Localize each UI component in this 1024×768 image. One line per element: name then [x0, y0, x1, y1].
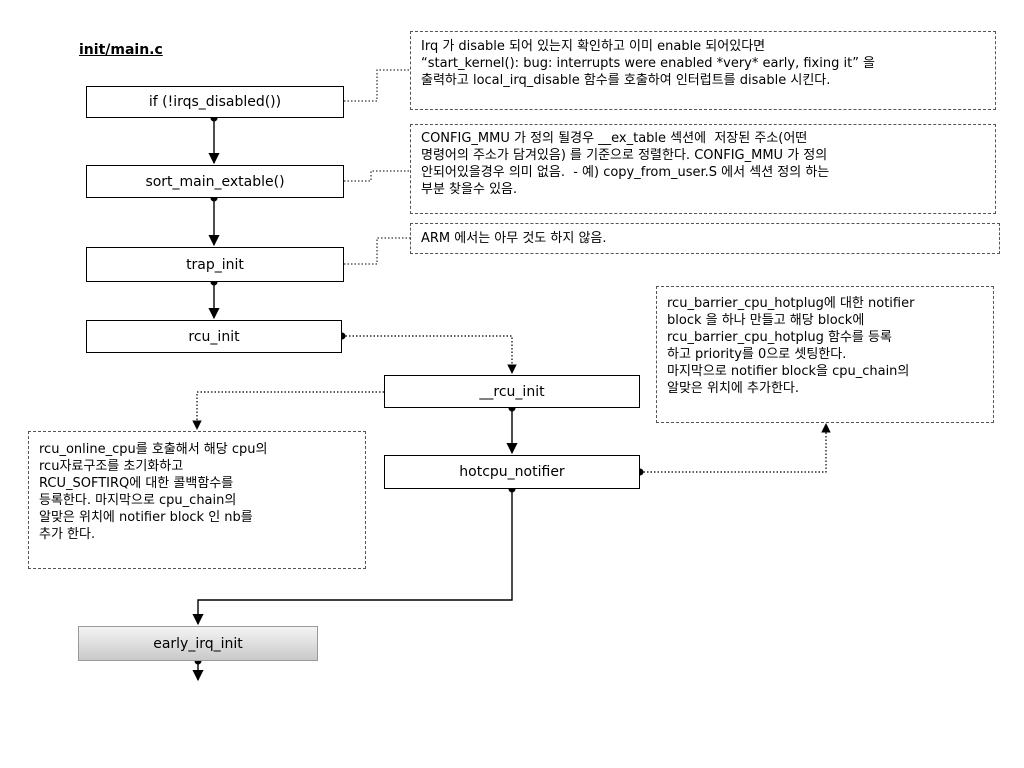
note-rcu-init: rcu_online_cpu를 호출해서 해당 cpu의 rcu자료구조를 초기…: [28, 431, 366, 569]
note-sort-main-extable: CONFIG_MMU 가 정의 될경우 __ex_table 섹션에 저장된 주…: [410, 124, 996, 214]
flow-box-irqs-disabled: if (!irqs_disabled()): [86, 86, 344, 118]
call-arrow-rcu-init: [342, 335, 517, 374]
note-connector-trap: [344, 237, 410, 265]
flow-box-rcu-init: rcu_init: [86, 320, 342, 353]
note-trap-init: ARM 에서는 아무 것도 하지 않음.: [410, 223, 1000, 254]
note-connector-irqs: [344, 69, 410, 102]
note-connector-sort: [344, 170, 410, 182]
flow-arrow-hotcpu-early: [192, 489, 513, 626]
note-hotcpu-notifier: rcu_barrier_cpu_hotplug에 대한 notifier blo…: [656, 286, 994, 423]
note-irqs-disabled: Irq 가 disable 되어 있는지 확인하고 이미 enable 되어있다…: [410, 31, 996, 110]
call-arrow-hotcpu-note: [640, 423, 831, 473]
file-label: init/main.c: [79, 42, 163, 58]
flow-box-hotcpu-notifier: hotcpu_notifier: [384, 455, 640, 489]
call-arrow-rcuinner-note: [192, 391, 384, 430]
flow-box-rcu-init-inner: __rcu_init: [384, 375, 640, 408]
flow-box-trap-init: trap_init: [86, 247, 344, 282]
flow-box-sort-main-extable: sort_main_extable(): [86, 165, 344, 198]
flow-box-early-irq-init: early_irq_init: [78, 626, 318, 661]
